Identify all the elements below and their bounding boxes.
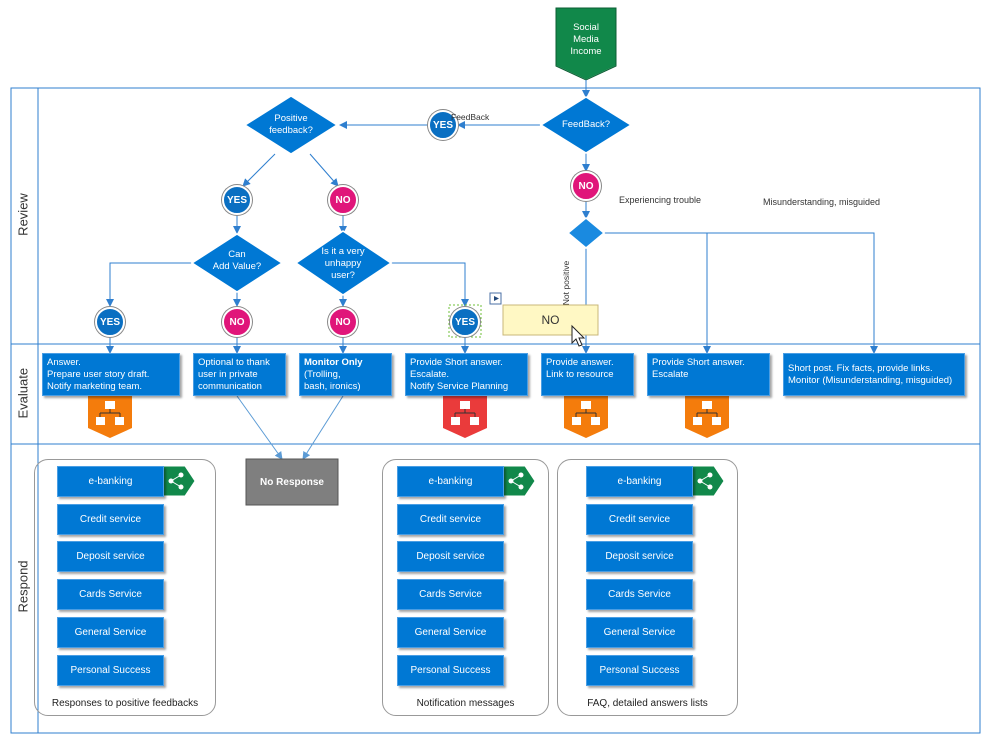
no-circle: NO [222,307,252,337]
tooltip-box [502,304,599,336]
evaluate-short-post-box[interactable]: Short post. Fix facts, provide links. Mo… [783,353,965,396]
service-item-general[interactable]: General Service [586,617,693,648]
decision-positive-label: Positive feedback? [269,113,313,136]
decision-unhappy [294,230,393,296]
no-response-label: No Response [260,476,324,488]
no-circle: NO [571,171,601,201]
lane-respond-label: Respond [15,560,31,613]
service-item-credit[interactable]: Credit service [586,504,693,535]
yes-circle[interactable]: YES [450,307,480,337]
hierarchy-icon [685,396,729,438]
cursor-icon [571,324,586,347]
service-item-ebanking[interactable]: e-banking [57,466,164,497]
decision-positive [243,95,339,155]
lane-review-label: Review [15,193,31,236]
evaluate-optional-box[interactable]: Optional to thank user in private commun… [193,353,286,396]
service-item-ebanking[interactable]: e-banking [586,466,693,497]
response-group-positive [34,459,216,716]
yes-circle: YES [428,110,458,140]
evaluate-answer-box[interactable]: Answer. Prepare user story draft. Notify… [42,353,180,396]
evaluate-monitor-box[interactable]: Monitor Only (Trolling, bash, ironics) [299,353,392,396]
group-caption: FAQ, detailed answers lists [587,698,708,709]
service-item-personal[interactable]: Personal Success [586,655,693,686]
response-group-faq [557,459,738,716]
decision-trouble-type [566,217,606,249]
note-misunderstanding: Misunderstanding, misguided [763,197,881,207]
selection-box [448,304,482,338]
decision-add-value-label: Can Add Value? [212,249,262,272]
service-item-personal[interactable]: Personal Success [397,655,504,686]
yes-circle: YES [222,185,252,215]
hierarchy-icon [88,396,132,438]
service-item-credit[interactable]: Credit service [397,504,504,535]
start-label: Social Media Income [570,22,602,57]
decision-feedback-label: FeedBack? [561,119,611,130]
monitor-detail: (Trolling, bash, ironics) [304,369,361,392]
service-item-deposit[interactable]: Deposit service [586,541,693,572]
tooltip-label: NO [541,313,560,327]
swimlane-frame [10,87,981,734]
decision-feedback [539,96,633,154]
yes-circle: YES [95,307,125,337]
note-experiencing: Experiencing trouble [619,195,702,205]
service-item-deposit[interactable]: Deposit service [57,541,164,572]
decision-add-value [190,233,284,293]
service-item-general[interactable]: General Service [397,617,504,648]
service-item-credit[interactable]: Credit service [57,504,164,535]
decision-unhappy-label: Is it a very unhappy user? [321,246,365,281]
evaluate-short-escalate-notify-box[interactable]: Provide Short answer. Escalate. Notify S… [405,353,528,396]
no-response-box [245,458,339,506]
group-caption: Notification messages [416,698,515,709]
evaluate-short-escalate-box[interactable]: Provide Short answer. Escalate [647,353,770,396]
service-item-cards[interactable]: Cards Service [57,579,164,610]
no-circle: NO [328,185,358,215]
response-group-notification [382,459,549,716]
service-item-cards[interactable]: Cards Service [586,579,693,610]
service-item-deposit[interactable]: Deposit service [397,541,504,572]
monitor-title: Monitor Only [304,357,363,368]
evaluate-provide-link-box[interactable]: Provide answer. Link to resource [541,353,634,396]
hierarchy-icon [443,396,487,438]
group-caption: Responses to positive feedbacks [51,698,199,709]
hierarchy-icon [564,396,608,438]
service-item-ebanking[interactable]: e-banking [397,466,504,497]
no-circle: NO [328,307,358,337]
lane-evaluate-label: Evaluate [15,367,31,419]
connector-label-feedback: FeedBack [451,112,490,122]
note-not-positive: Not positive [561,260,572,306]
service-item-general[interactable]: General Service [57,617,164,648]
service-item-cards[interactable]: Cards Service [397,579,504,610]
service-item-personal[interactable]: Personal Success [57,655,164,686]
workflow-icon [691,465,725,497]
